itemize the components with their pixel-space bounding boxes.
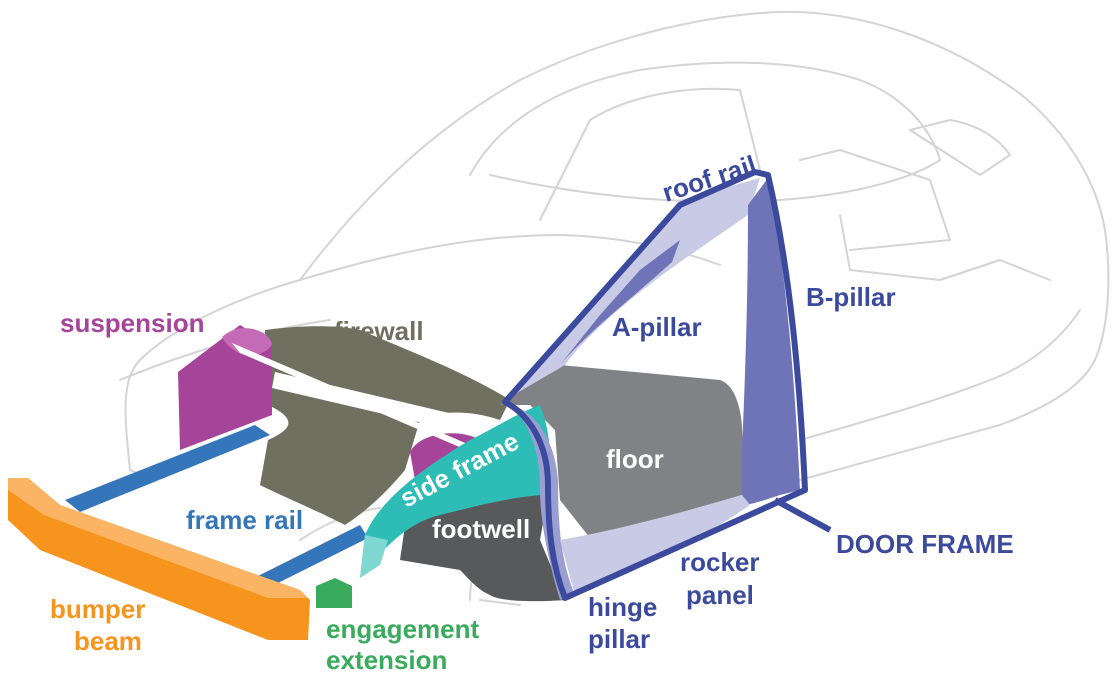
a-pillar-dark-shape [560, 240, 680, 365]
label-door-frame: DOOR FRAME [836, 529, 1014, 559]
label-rocker-panel-line1: rocker [680, 547, 760, 577]
door-frame-leader [773, 497, 832, 533]
side-frame-shape [360, 405, 550, 578]
label-hinge-pillar-line1: hinge [588, 592, 657, 622]
label-bumper-beam-line1: bumper [50, 594, 145, 624]
firewall-shape [260, 326, 510, 525]
label-frame-rail: frame rail [186, 505, 303, 535]
label-rocker-panel-line2: panel [686, 580, 754, 610]
label-bumper-beam-line2: beam [74, 626, 142, 656]
label-suspension: suspension [60, 308, 204, 338]
label-hinge-pillar-line2: pillar [588, 624, 650, 654]
label-floor: floor [606, 444, 664, 474]
b-pillar-shape [742, 178, 800, 505]
side-frame-face [360, 535, 388, 578]
label-firewall: firewall [334, 316, 424, 346]
door-frame-outline [502, 169, 808, 601]
rocker-panel-shape [560, 495, 750, 595]
bumper-beam-shape [8, 478, 310, 640]
label-b-pillar: B-pillar [806, 282, 896, 312]
label-engagement-extension-line2: extension [326, 645, 447, 675]
label-a-pillar: A-pillar [612, 312, 702, 342]
label-footwell: footwell [432, 514, 530, 544]
label-engagement-extension-line1: engagement [326, 614, 479, 644]
hinge-pillar-shape [510, 405, 575, 600]
door-frame-assembly [502, 169, 832, 601]
floor-shape [500, 365, 743, 538]
engagement-extension-shape [316, 578, 352, 608]
frame-rail-shapes [65, 343, 500, 593]
